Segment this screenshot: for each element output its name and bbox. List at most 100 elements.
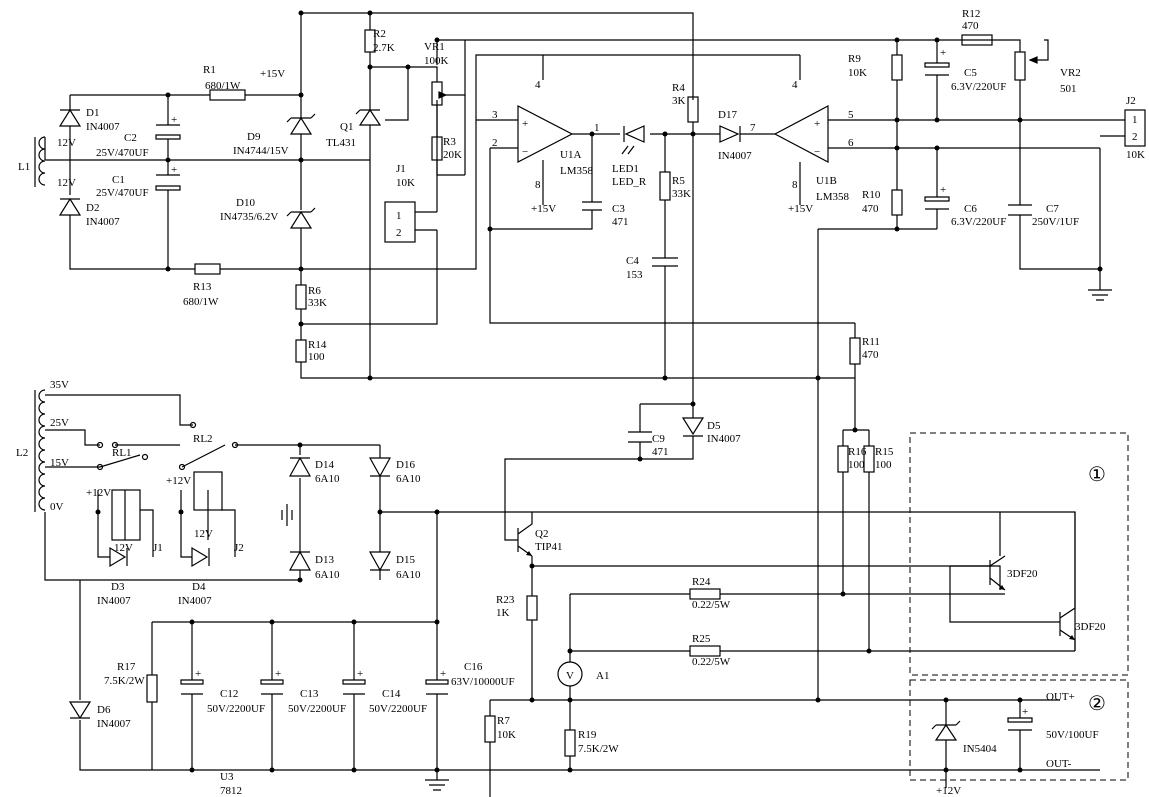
resistor-r11 [849,337,861,365]
label-components-power_tr: 3DF20 [1007,568,1038,580]
resistor-r24 [689,588,721,600]
transistor-q2 [517,512,533,557]
label-components-j2-0: J2 [1126,95,1136,107]
svg-text:−: − [522,146,528,158]
label-labels-v15: 15V [50,457,69,469]
label-components-d5-1: IN4007 [707,433,741,445]
label-components-d10-1: IN4735/6.2V [220,211,278,223]
diode-d16 [368,457,392,478]
label-components-r7-0: R7 [497,715,510,727]
label-labels-pin1: 1 [594,122,600,134]
label-components-r9-0: R9 [848,53,861,65]
resistor-r17 [146,674,158,703]
label-labels-pin8b: 8 [792,179,798,191]
label-components-led1-1: LED_R [612,176,647,188]
capacitor-c4 [652,257,678,267]
label-components-d13-1: 6A10 [315,569,340,581]
resistor-r12 [961,34,993,46]
label-components-r13-0: R13 [193,281,212,293]
label-labels-out_plus: OUT+ [1046,691,1075,703]
resistor-r3 [431,136,443,161]
capacitor-c14: + [342,668,366,695]
label-components-c16-1: 63V/10000UF [451,676,515,688]
label-components-d10-0: D10 [236,197,255,209]
label-components-c7-1: 250V/1UF [1032,216,1079,228]
label-components-r17-0: R17 [117,661,136,673]
label-components-d3-0: D3 [111,581,125,593]
label-labels-pin7: 7 [750,122,756,134]
transistor-3df20-a [989,555,1006,591]
label-labels-rl2: RL2 [193,433,213,445]
label-labels-p12v_a: +12V [86,487,111,499]
label-components-u3-0: U3 [220,771,234,783]
transformers [34,136,46,512]
label-components-r2-0: R2 [373,28,386,40]
label-components-r15-0: R15 [875,446,894,458]
label-components-r6-1: 33K [308,297,327,309]
label-components-d6-0: D6 [97,704,111,716]
diode-in5404 [931,720,961,741]
label-labels-p12v_bot: +12V [936,785,961,797]
capacitor-c7 [1008,204,1032,216]
label-components-c1-1: 25V/470UF [96,187,149,199]
relay-rl2-switch [181,444,226,468]
label-components-u3-1: 7812 [220,785,242,797]
label-components-d13-0: D13 [315,554,334,566]
diode-q1 [355,108,382,126]
connector-j2 [1124,109,1146,147]
capacitor-c12: + [180,668,204,695]
resistors [146,29,1038,757]
label-labels-v35: 35V [50,379,69,391]
relays [96,421,239,541]
label-labels-p12v_b: +12V [166,475,191,487]
diodes [58,108,961,741]
label-components-r25-0: R25 [692,633,711,645]
label-labels-pin6: 6 [848,137,854,149]
label-components-d4-1: IN4007 [178,595,212,607]
label-components-c6-0: C6 [964,203,977,215]
label-components-vr2-1: 501 [1060,83,1077,95]
label-labels-ammeter_sym: V [566,670,574,682]
label-components-c13-0: C13 [300,688,319,700]
label-components-c5-1: 6.3V/220UF [951,81,1006,93]
label-labels-coil_b: 12V [194,528,213,540]
wires [44,12,1125,797]
label-components-d3-1: IN4007 [97,595,131,607]
svg-text:+: + [195,668,201,680]
resistor-r5 [659,171,671,201]
label-components-r23-1: 1K [496,607,510,619]
resistor-vr2 [1014,51,1026,81]
label-labels-pin8a: 8 [535,179,541,191]
svg-text:+: + [440,668,446,680]
label-components-r14-0: R14 [308,339,327,351]
connectors [384,109,1146,243]
module-box-2 [909,679,1129,781]
label-components-r13-1: 680/1W [183,296,219,308]
label-components-d1-0: D1 [86,107,99,119]
diode-d4 [191,546,210,568]
label-components-d4-0: D4 [192,581,206,593]
diode-d17 [719,125,741,143]
label-components-c9-1: 471 [652,446,669,458]
label-components-vr2-0: VR2 [1060,67,1081,79]
label-components-d2-1: IN4007 [86,216,120,228]
label-labels-v25: 25V [50,417,69,429]
label-components-c14-1: 50V/2200UF [369,703,427,715]
capacitor-c1: + [155,164,181,191]
label-components-c2-0: C2 [124,132,137,144]
label-components-c4-1: 153 [626,269,643,281]
label-components-r5-1: 33K [672,188,691,200]
resistor-r9 [891,54,903,81]
label-components-q1-0: Q1 [340,121,353,133]
label-labels-pin4b: 4 [792,79,798,91]
capacitor-c9 [628,431,652,443]
label-components-u1b-0: U1B [816,175,837,187]
label-components-r3-0: R3 [443,136,456,148]
label-components-r11-0: R11 [862,336,880,348]
transformer-l2 [38,389,46,511]
capacitor-out: + [1007,706,1033,731]
resistor-r6 [295,284,307,310]
label-components-d17-1: IN4007 [718,150,752,162]
label-labels-p15v_top: +15V [260,68,285,80]
label-components-d5-0: D5 [707,420,721,432]
